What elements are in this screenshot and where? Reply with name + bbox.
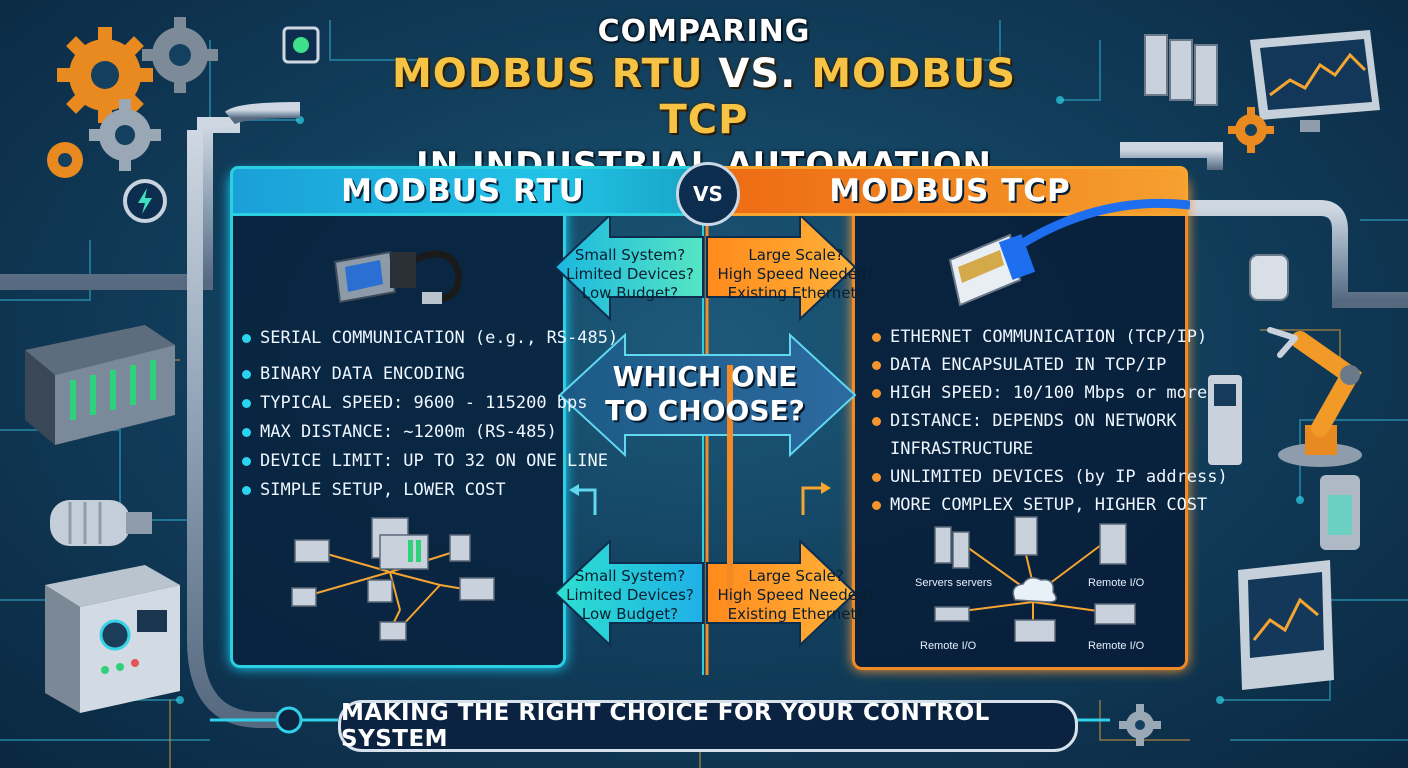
center-question: WHICH ONE TO CHOOSE? (605, 360, 805, 427)
monitor-icon (1250, 30, 1380, 132)
net-label-remote-io-top: Remote I/O (1088, 577, 1145, 589)
power-gauge-icon (123, 179, 167, 223)
plc-rack-icon (25, 325, 175, 445)
rtu-bottom-arrow-text: Small System? Limited Devices? Low Budge… (566, 567, 694, 623)
title-vs: VS. (703, 51, 812, 97)
rtu-network-illustration (291, 517, 495, 641)
gear-icon (1228, 107, 1274, 153)
hmi-panel-icon (1238, 560, 1334, 690)
tcp-bullet: MORE COMPLEX SETUP, HIGHER COST (870, 491, 1228, 519)
tcp-bullet: UNLIMITED DEVICES (by IP address) (870, 463, 1228, 491)
kiosk-icon (1208, 375, 1242, 465)
gear-icon (1119, 704, 1161, 746)
net-label-remote-io-left: Remote I/O (920, 640, 977, 652)
center-flow-art (555, 205, 857, 675)
net-label-remote-io-right: Remote I/O (1088, 640, 1145, 652)
robot-arm-icon (1267, 327, 1362, 467)
net-label-servers: Servers servers (915, 577, 993, 589)
rtu-bullet: BINARY DATA ENCODING (240, 360, 608, 389)
cylinder-icon (1320, 475, 1360, 550)
title-modbus-tcp: MODBUS TCP (659, 51, 1017, 143)
tcp-bullet: ETHERNET COMMUNICATION (TCP/IP) (870, 323, 1228, 351)
motor-icon (50, 500, 152, 546)
control-cabinet-icon (45, 565, 180, 713)
tcp-bullet-list: ETHERNET COMMUNICATION (TCP/IP) DATA ENC… (870, 323, 1228, 519)
rtu-bullet: SIMPLE SETUP, LOWER COST (240, 476, 608, 505)
tcp-bullet: HIGH SPEED: 10/100 Mbps or more (870, 379, 1228, 407)
chip-icon (282, 26, 320, 64)
rtu-bullet: MAX DISTANCE: ~1200m (RS-485) (240, 418, 608, 447)
vs-badge: VS (676, 162, 740, 226)
tcp-bullet: DISTANCE: DEPENDS ON NETWORK (870, 407, 1228, 435)
rtu-bullet: SERIAL COMMUNICATION (e.g., RS-485) (240, 324, 618, 353)
footer-banner: MAKING THE RIGHT CHOICE FOR YOUR CONTROL… (338, 700, 1078, 752)
ethernet-cable-icon (948, 198, 1190, 307)
title-line-2: MODBUS RTU VS. MODBUS TCP (354, 51, 1054, 143)
rtu-bullet: DEVICE LIMIT: UP TO 32 ON ONE LINE (240, 447, 608, 476)
tcp-network-illustration (934, 516, 1136, 642)
title-modbus-rtu: MODBUS RTU (391, 51, 704, 97)
tank-icon (1249, 254, 1289, 301)
cloud-icon (1012, 577, 1057, 603)
title-line-1: COMPARING (597, 14, 811, 49)
rtu-header: MODBUS RTU (230, 166, 696, 216)
db9-serial-cable-icon (333, 250, 462, 304)
tcp-bottom-arrow-text: Large Scale? High Speed Needed? Existing… (717, 567, 875, 623)
tcp-bullet-continuation: INFRASTRUCTURE (890, 439, 1034, 459)
rtu-top-arrow-text: Small System? Limited Devices? Low Budge… (566, 246, 694, 302)
rtu-bullet-list: SERIAL COMMUNICATION (e.g., RS-485) (240, 324, 618, 353)
rtu-bullet-list-cont: BINARY DATA ENCODING TYPICAL SPEED: 9600… (240, 360, 608, 505)
rtu-bullet: TYPICAL SPEED: 9600 - 115200 bps (240, 389, 608, 418)
title-block: COMPARING MODBUS RTU VS. MODBUS TCP IN I… (354, 14, 1054, 185)
gear-icon (47, 17, 218, 178)
server-rack-icon (1144, 34, 1218, 106)
tcp-top-arrow-text: Large Scale? High Speed Needed? Existing… (717, 246, 875, 302)
tcp-bullet: DATA ENCAPSULATED IN TCP/IP (870, 351, 1228, 379)
